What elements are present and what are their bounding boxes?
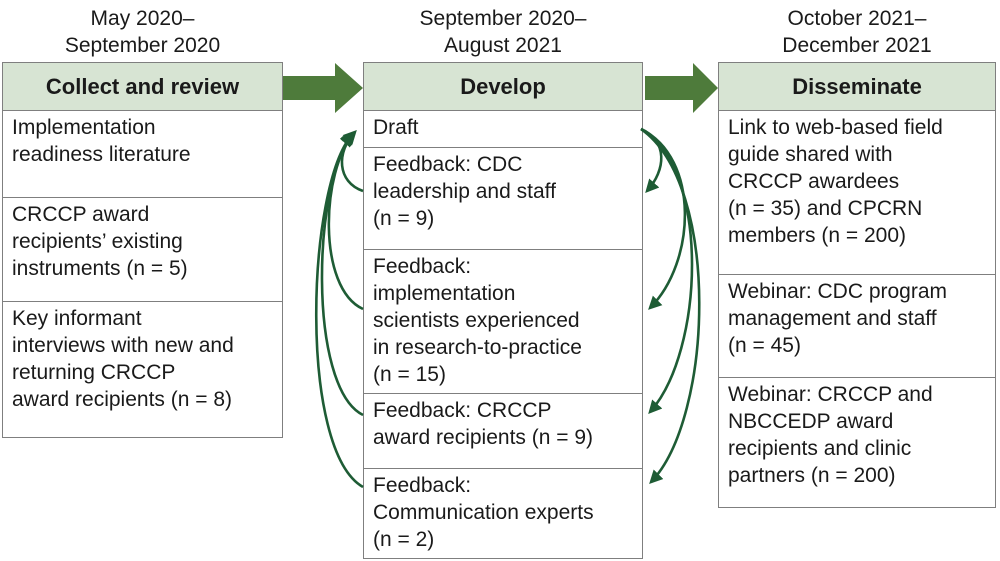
disseminate-item-field-guide-link: Link to web-based field guide shared wit…	[718, 110, 996, 275]
date-range-label-develop: September 2020– August 2021	[419, 7, 587, 57]
disseminate-item-webinar-crccp-nbccedp: Webinar: CRCCP and NBCCEDP award recipie…	[718, 377, 996, 508]
flow-arrow-collect-to-develop-icon	[283, 63, 363, 113]
draft-to-feedback-arrow-icon	[640, 127, 687, 310]
develop-item-feedback-crccp-recipients: Feedback: CRCCP award recipients (n = 9)	[363, 393, 643, 469]
feedback-to-draft-arrow-icon	[315, 132, 364, 489]
feedback-to-draft-arrow-icon	[327, 130, 364, 311]
develop-item-feedback-implementation-scientists: Feedback: implementation scientists expe…	[363, 249, 643, 394]
phase-header-disseminate: Disseminate	[718, 62, 996, 111]
develop-item-draft: Draft	[363, 110, 643, 148]
disseminate-item-webinar-cdc: Webinar: CDC program management and staf…	[718, 274, 996, 378]
develop-item-feedback-communication-experts: Feedback: Communication experts (n = 2)	[363, 468, 643, 559]
draft-to-feedback-arrow-icon	[640, 127, 663, 194]
collect-item-key-informant-interviews: Key informant interviews with new and re…	[2, 301, 283, 438]
feedback-to-draft-arrow-icon	[340, 130, 364, 193]
collect-item-existing-instruments: CRCCP award recipients’ existing instrum…	[2, 197, 283, 302]
date-range-label-disseminate: October 2021– December 2021	[782, 7, 932, 57]
flow-arrow-develop-to-disseminate-icon	[645, 63, 718, 113]
phase-header-develop: Develop	[363, 62, 643, 111]
phase-header-collect-and-review: Collect and review	[2, 62, 283, 111]
draft-to-feedback-arrow-icon	[640, 127, 701, 484]
draft-to-feedback-arrow-icon	[640, 127, 694, 415]
develop-item-feedback-cdc-leadership: Feedback: CDC leadership and staff (n = …	[363, 147, 643, 250]
date-range-label-collect: May 2020– September 2020	[64, 7, 221, 57]
collect-item-literature: Implementation readiness literature	[2, 110, 283, 198]
feedback-to-draft-arrow-icon	[320, 131, 364, 417]
